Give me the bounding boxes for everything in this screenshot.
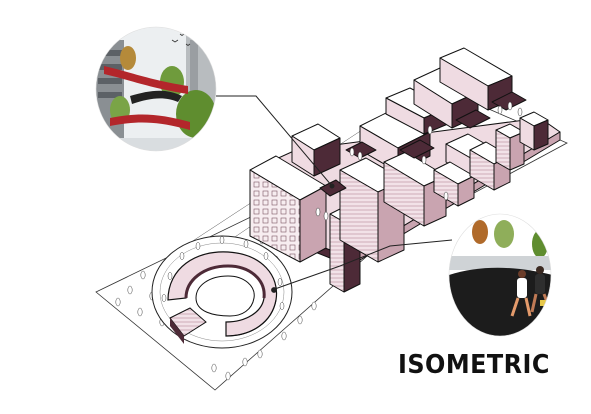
tree-icon (263, 252, 269, 260)
leader-line-top (216, 95, 333, 187)
tree-icon (443, 191, 449, 201)
tree-icon (297, 315, 303, 325)
tree-icon (120, 46, 136, 70)
tree-icon (225, 371, 231, 381)
tree-icon (507, 101, 513, 111)
tree-icon (517, 107, 523, 117)
tree-icon (315, 207, 321, 217)
tree-icon (195, 242, 201, 250)
tree-icon (176, 90, 216, 138)
runner-right (536, 266, 544, 274)
leader-lines (216, 95, 453, 293)
tree-icon (494, 220, 514, 248)
tree-icon (349, 147, 355, 157)
building-cluster (249, 47, 561, 293)
tree-icon (219, 236, 225, 244)
red-walkway-upper (104, 66, 188, 94)
red-walkway-lower (110, 114, 190, 130)
leader-line-ring (271, 239, 453, 291)
tree-icon (137, 307, 143, 317)
bird-icon (179, 33, 185, 36)
tree-icon (311, 301, 317, 311)
tree-icon (497, 105, 503, 115)
ring-pavilion (151, 235, 293, 349)
runners-vignette (449, 214, 551, 336)
tree-icon (242, 357, 248, 367)
tree-icon (421, 155, 427, 165)
walkway-vignette (96, 27, 216, 151)
tree-icon (357, 151, 363, 161)
courtyard-trees (315, 101, 523, 221)
tree-icon (427, 125, 433, 135)
diagram-title: ISOMETRIC (398, 350, 550, 380)
tree-icon (472, 220, 488, 244)
tree-icon (532, 230, 548, 258)
tree-icon (279, 302, 285, 310)
bird-icon (185, 43, 191, 46)
tree-icon (323, 211, 329, 221)
tree-icon (140, 270, 146, 280)
tree-icon (161, 294, 167, 302)
tree-icon (211, 363, 217, 373)
bird-icon (171, 39, 179, 43)
tree-icon (179, 252, 185, 260)
tree-icon (281, 331, 287, 341)
tree-icon (115, 297, 121, 307)
runner-left (518, 270, 526, 278)
tree-icon (167, 272, 173, 280)
tree-icon (127, 285, 133, 295)
tree-icon (243, 240, 249, 248)
tree-icon (257, 349, 263, 359)
tree-icon (277, 278, 283, 286)
